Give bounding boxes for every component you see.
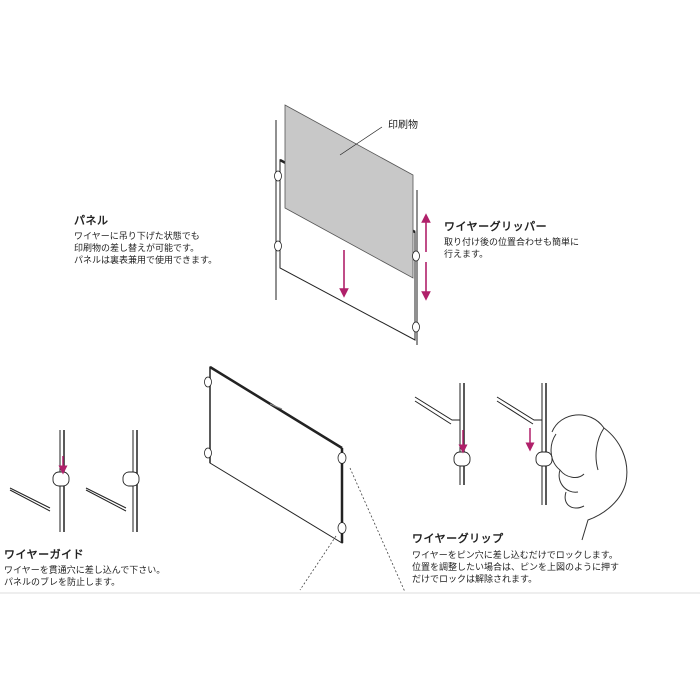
middle-panel-assembly [204,365,406,593]
panel-line-2: 印刷物の差し替えが可能です。 [74,244,200,254]
grip-text: ワイヤーをピン穴に差し込むだけでロックします。 位置を調整したい場合は、ピンを上… [412,550,619,586]
wire-gripper-1 [274,170,282,182]
panel-grip-4 [337,522,347,534]
wire-grip-detail [414,383,628,541]
gripper-text: 取り付け後の位置合わせも簡単に 行えます。 [444,237,579,261]
panel-line-1: ワイヤーに吊り下げた状態でも [74,232,200,242]
panel-title: パネル [74,214,109,227]
gripper-line-1: 取り付け後の位置合わせも簡単に [444,238,580,248]
top-assembly [274,104,431,345]
guide-title: ワイヤーガイド [4,548,85,561]
grip-title: ワイヤーグリップ [412,532,504,545]
grip-line-2: 位置を調整したい場合は、ピンを上図のように押す [412,563,620,573]
gripper-title: ワイヤーグリッパー [444,220,548,233]
wire-gripper-2 [274,240,282,252]
wire-gripper-3 [412,250,420,262]
panel-text: ワイヤーに吊り下げた状態でも 印刷物の差し替えが可能です。 パネルは裏表兼用で使… [74,231,217,267]
printed-sheet [284,104,414,279]
label-print: 印刷物 [388,120,418,131]
guide-line-2: パネルのブレを防止します。 [4,578,121,588]
panel-grip-1 [204,376,212,388]
wire-guide-detail [9,430,140,532]
grip-line-1: ワイヤーをピン穴に差し込むだけでロックします。 [412,551,618,561]
middle-panel-sheet [209,366,343,544]
panel-line-3: パネルは裏表兼用で使用できます。 [74,256,218,266]
guide-line-1: ワイヤーを貫通穴に差し込んで下さい。 [4,566,166,576]
hand-illustration [550,414,628,541]
panel-description: パネル ワイヤーに吊り下げた状態でも 印刷物の差し替えが可能です。 パネルは裏表… [74,212,217,267]
grip-line-3: だけでロックは解除されます。 [412,575,538,585]
guide-description: ワイヤーガイド ワイヤーを貫通穴に差し込んで下さい。 パネルのブレを防止します。 [4,546,165,589]
gripper-line-2: 行えます。 [444,250,489,260]
wire-gripper-4 [412,321,420,333]
guide-text: ワイヤーを貫通穴に差し込んで下さい。 パネルのブレを防止します。 [4,565,165,589]
grip-description: ワイヤーグリップ ワイヤーをピン穴に差し込むだけでロックします。 位置を調整した… [412,530,619,586]
panel-grip-2 [204,447,212,459]
panel-grip-3 [337,452,347,464]
gripper-description: ワイヤーグリッパー 取り付け後の位置合わせも簡単に 行えます。 [444,218,579,261]
